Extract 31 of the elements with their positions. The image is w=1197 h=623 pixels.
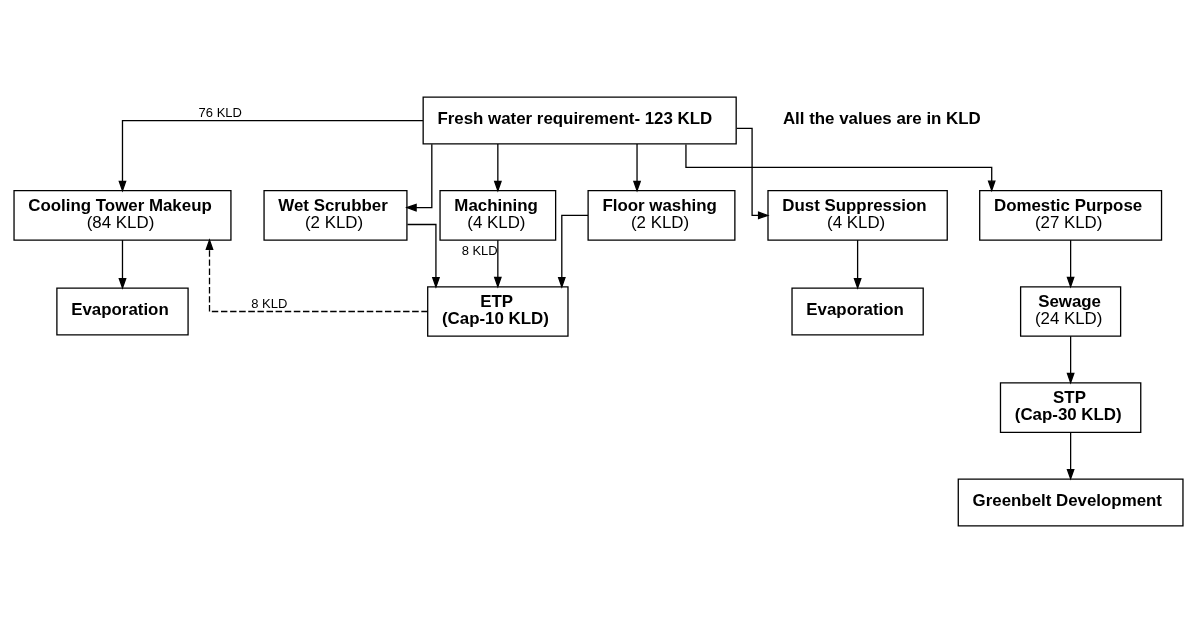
node-box: Dust Suppression (4 KLD) xyxy=(767,190,948,241)
arrow xyxy=(1066,335,1075,385)
node-box: Domestic Purpose (27 KLD) xyxy=(979,190,1163,241)
label: All the values are in KLD xyxy=(782,108,981,128)
node-box: Sewage (24 KLD) xyxy=(1019,286,1122,337)
arrow xyxy=(685,143,996,193)
node-box: Wet Scrubber (2 KLD) xyxy=(263,190,408,241)
edge-label: 8 KLD xyxy=(251,295,288,311)
node-box: ETP (Cap-10 KLD) xyxy=(427,286,569,337)
node-box: Evaporation xyxy=(56,287,189,336)
node-box: STP (Cap-30 KLD) xyxy=(999,382,1142,433)
arrow xyxy=(493,239,502,289)
arrow xyxy=(493,143,502,193)
arrow xyxy=(853,239,862,290)
arrow xyxy=(406,223,441,289)
node-box: Fresh water requirement- 123 KLD xyxy=(422,96,737,145)
edge-label: 8 KLD xyxy=(461,242,498,258)
arrow xyxy=(632,143,642,193)
arrow xyxy=(557,214,589,289)
arrow xyxy=(118,239,127,290)
node-box: Cooling Tower Makeup (84 KLD) xyxy=(13,190,232,241)
node-box: Evaporation xyxy=(791,287,924,336)
node-box: Greenbelt Development xyxy=(957,478,1184,527)
node-box: Machining (4 KLD) xyxy=(439,190,557,241)
node-box: Floor washing (2 KLD) xyxy=(587,190,736,241)
arrow xyxy=(1066,431,1075,481)
edge-label: 76 KLD xyxy=(198,104,242,120)
arrow xyxy=(118,119,424,193)
arrow xyxy=(405,143,433,212)
arrow xyxy=(1066,239,1075,289)
arrow xyxy=(205,238,429,313)
